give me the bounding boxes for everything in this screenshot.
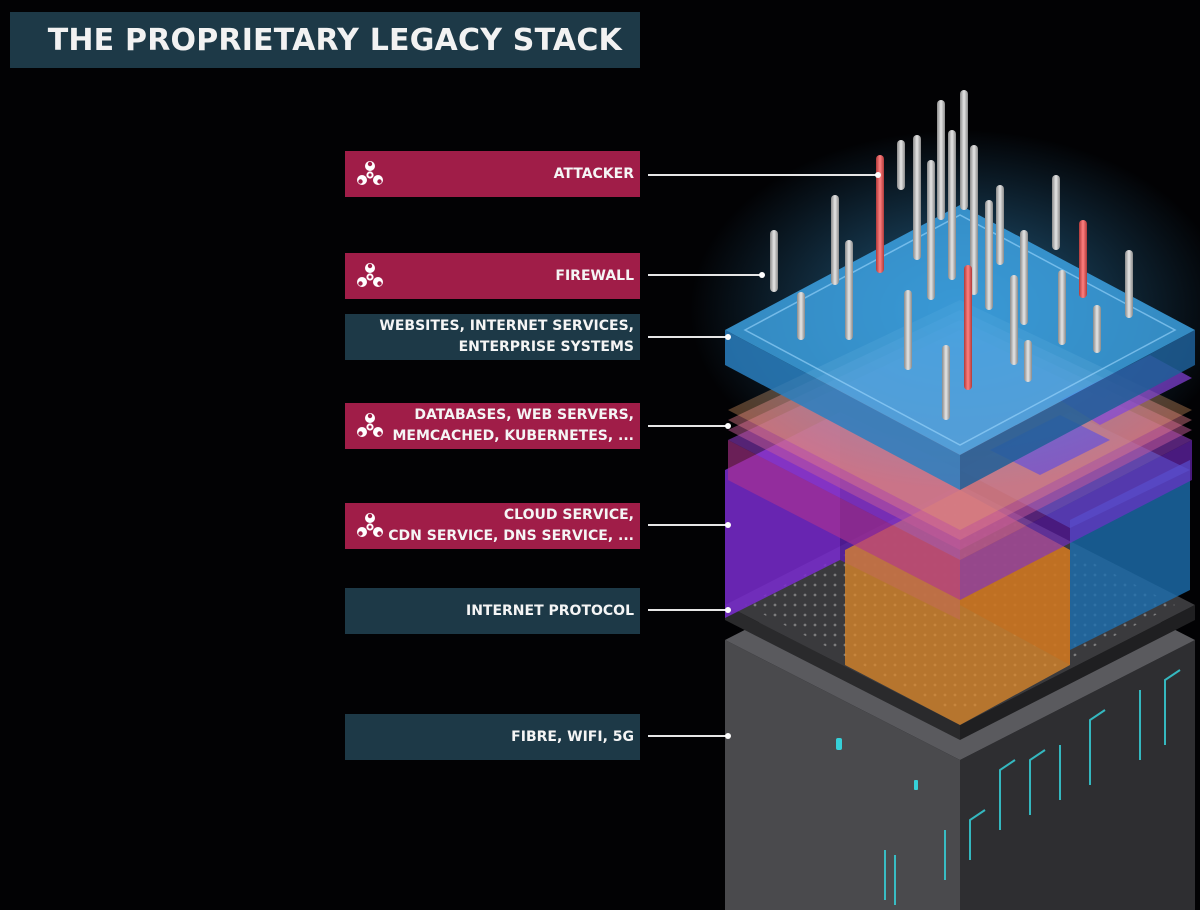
label-text: FIBRE, WIFI, 5G [511, 728, 634, 745]
label-text: DATABASES, WEB SERVERS, MEMCACHED, KUBER… [392, 407, 634, 444]
label-attacker: ATTACKER [345, 151, 640, 197]
label-text: CLOUD SERVICE, CDN SERVICE, DNS SERVICE,… [388, 507, 634, 544]
label-protocol: INTERNET PROTOCOL [345, 588, 640, 634]
label-text: WEBSITES, INTERNET SERVICES, ENTERPRISE … [379, 318, 634, 355]
label-databases: DATABASES, WEB SERVERS, MEMCACHED, KUBER… [345, 403, 640, 449]
label-text: FIREWALL [555, 267, 634, 284]
label-text: ATTACKER [553, 165, 634, 182]
label-cloud: CLOUD SERVICE, CDN SERVICE, DNS SERVICE,… [345, 503, 640, 549]
connector-firewall [648, 272, 765, 278]
attacker-pin [1079, 220, 1087, 298]
firewall-plane [690, 130, 1200, 490]
connector-databases [648, 423, 731, 429]
biohazard-icon [357, 513, 383, 537]
pin-array [770, 90, 1133, 420]
connector-cloud [648, 522, 731, 528]
biohazard-icon [357, 413, 383, 437]
connector-protocol [648, 607, 731, 613]
attacker-pin [876, 155, 884, 273]
connector-websites [648, 334, 731, 340]
biohazard-icon [357, 263, 383, 287]
connector-fibre [648, 733, 731, 739]
label-firewall: FIREWALL [345, 253, 640, 299]
page-title: THE PROPRIETARY LEGACY STACK [47, 22, 622, 58]
label-text: INTERNET PROTOCOL [465, 602, 634, 619]
connector-attacker [648, 172, 881, 178]
label-fibre: FIBRE, WIFI, 5G [345, 714, 640, 760]
attacker-pin [964, 265, 972, 390]
label-websites: WEBSITES, INTERNET SERVICES, ENTERPRISE … [345, 314, 640, 360]
title-banner: THE PROPRIETARY LEGACY STACK [10, 12, 640, 68]
biohazard-icon [357, 161, 383, 185]
